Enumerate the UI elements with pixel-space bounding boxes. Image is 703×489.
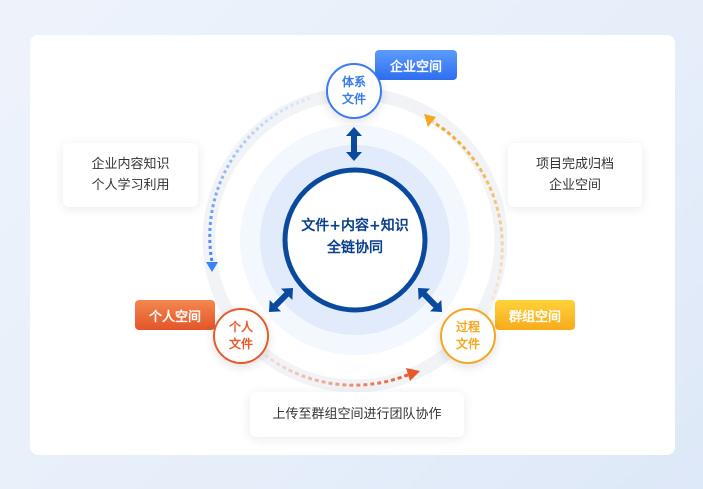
tag-enterprise-space: 企业空间 [375, 50, 457, 80]
tag-personal-space: 个人空间 [135, 300, 215, 330]
node-line1: 体系 [341, 75, 366, 89]
note-line2: 个人学习利用 [91, 178, 170, 193]
node-line2: 文件 [341, 92, 366, 106]
node-line2: 文件 [228, 337, 253, 351]
node-process-files: 过程 文件 [440, 308, 496, 364]
node-personal-files: 个人 文件 [213, 308, 269, 364]
tag-group-space: 群组空间 [495, 300, 575, 330]
double-arrow-top [346, 127, 362, 161]
double-arrow-left [268, 287, 294, 313]
arrow-head-blue [206, 262, 218, 272]
center-line1: 文件+内容+知识 [301, 218, 409, 234]
center-circle [282, 167, 428, 313]
node-line1: 个人 [228, 320, 253, 334]
flow-arc-blue [208, 96, 311, 263]
note-knowledge-use: 企业内容知识 个人学习利用 [63, 143, 198, 207]
note-archive: 项目完成归档 企业空间 [508, 143, 642, 207]
node-line2: 文件 [455, 337, 480, 351]
note-team-collab: 上传至群组空间进行团队协作 [250, 392, 464, 437]
flow-arc-orange [264, 353, 411, 387]
node-line1: 过程 [455, 320, 480, 334]
double-arrow-right [417, 287, 443, 313]
center-label: 文件+内容+知识 全链协同 [285, 215, 425, 259]
note-line1: 上传至群组空间进行团队协作 [272, 407, 442, 422]
node-system-files: 体系 文件 [326, 63, 382, 119]
arrow-head-orange [406, 368, 420, 381]
note-line2: 企业空间 [548, 178, 601, 193]
note-line1: 企业内容知识 [91, 157, 170, 172]
flow-arc-yellow [432, 120, 504, 301]
note-line1: 项目完成归档 [535, 157, 614, 172]
center-line2: 全链协同 [327, 240, 383, 256]
arrow-head-yellow [424, 114, 436, 127]
